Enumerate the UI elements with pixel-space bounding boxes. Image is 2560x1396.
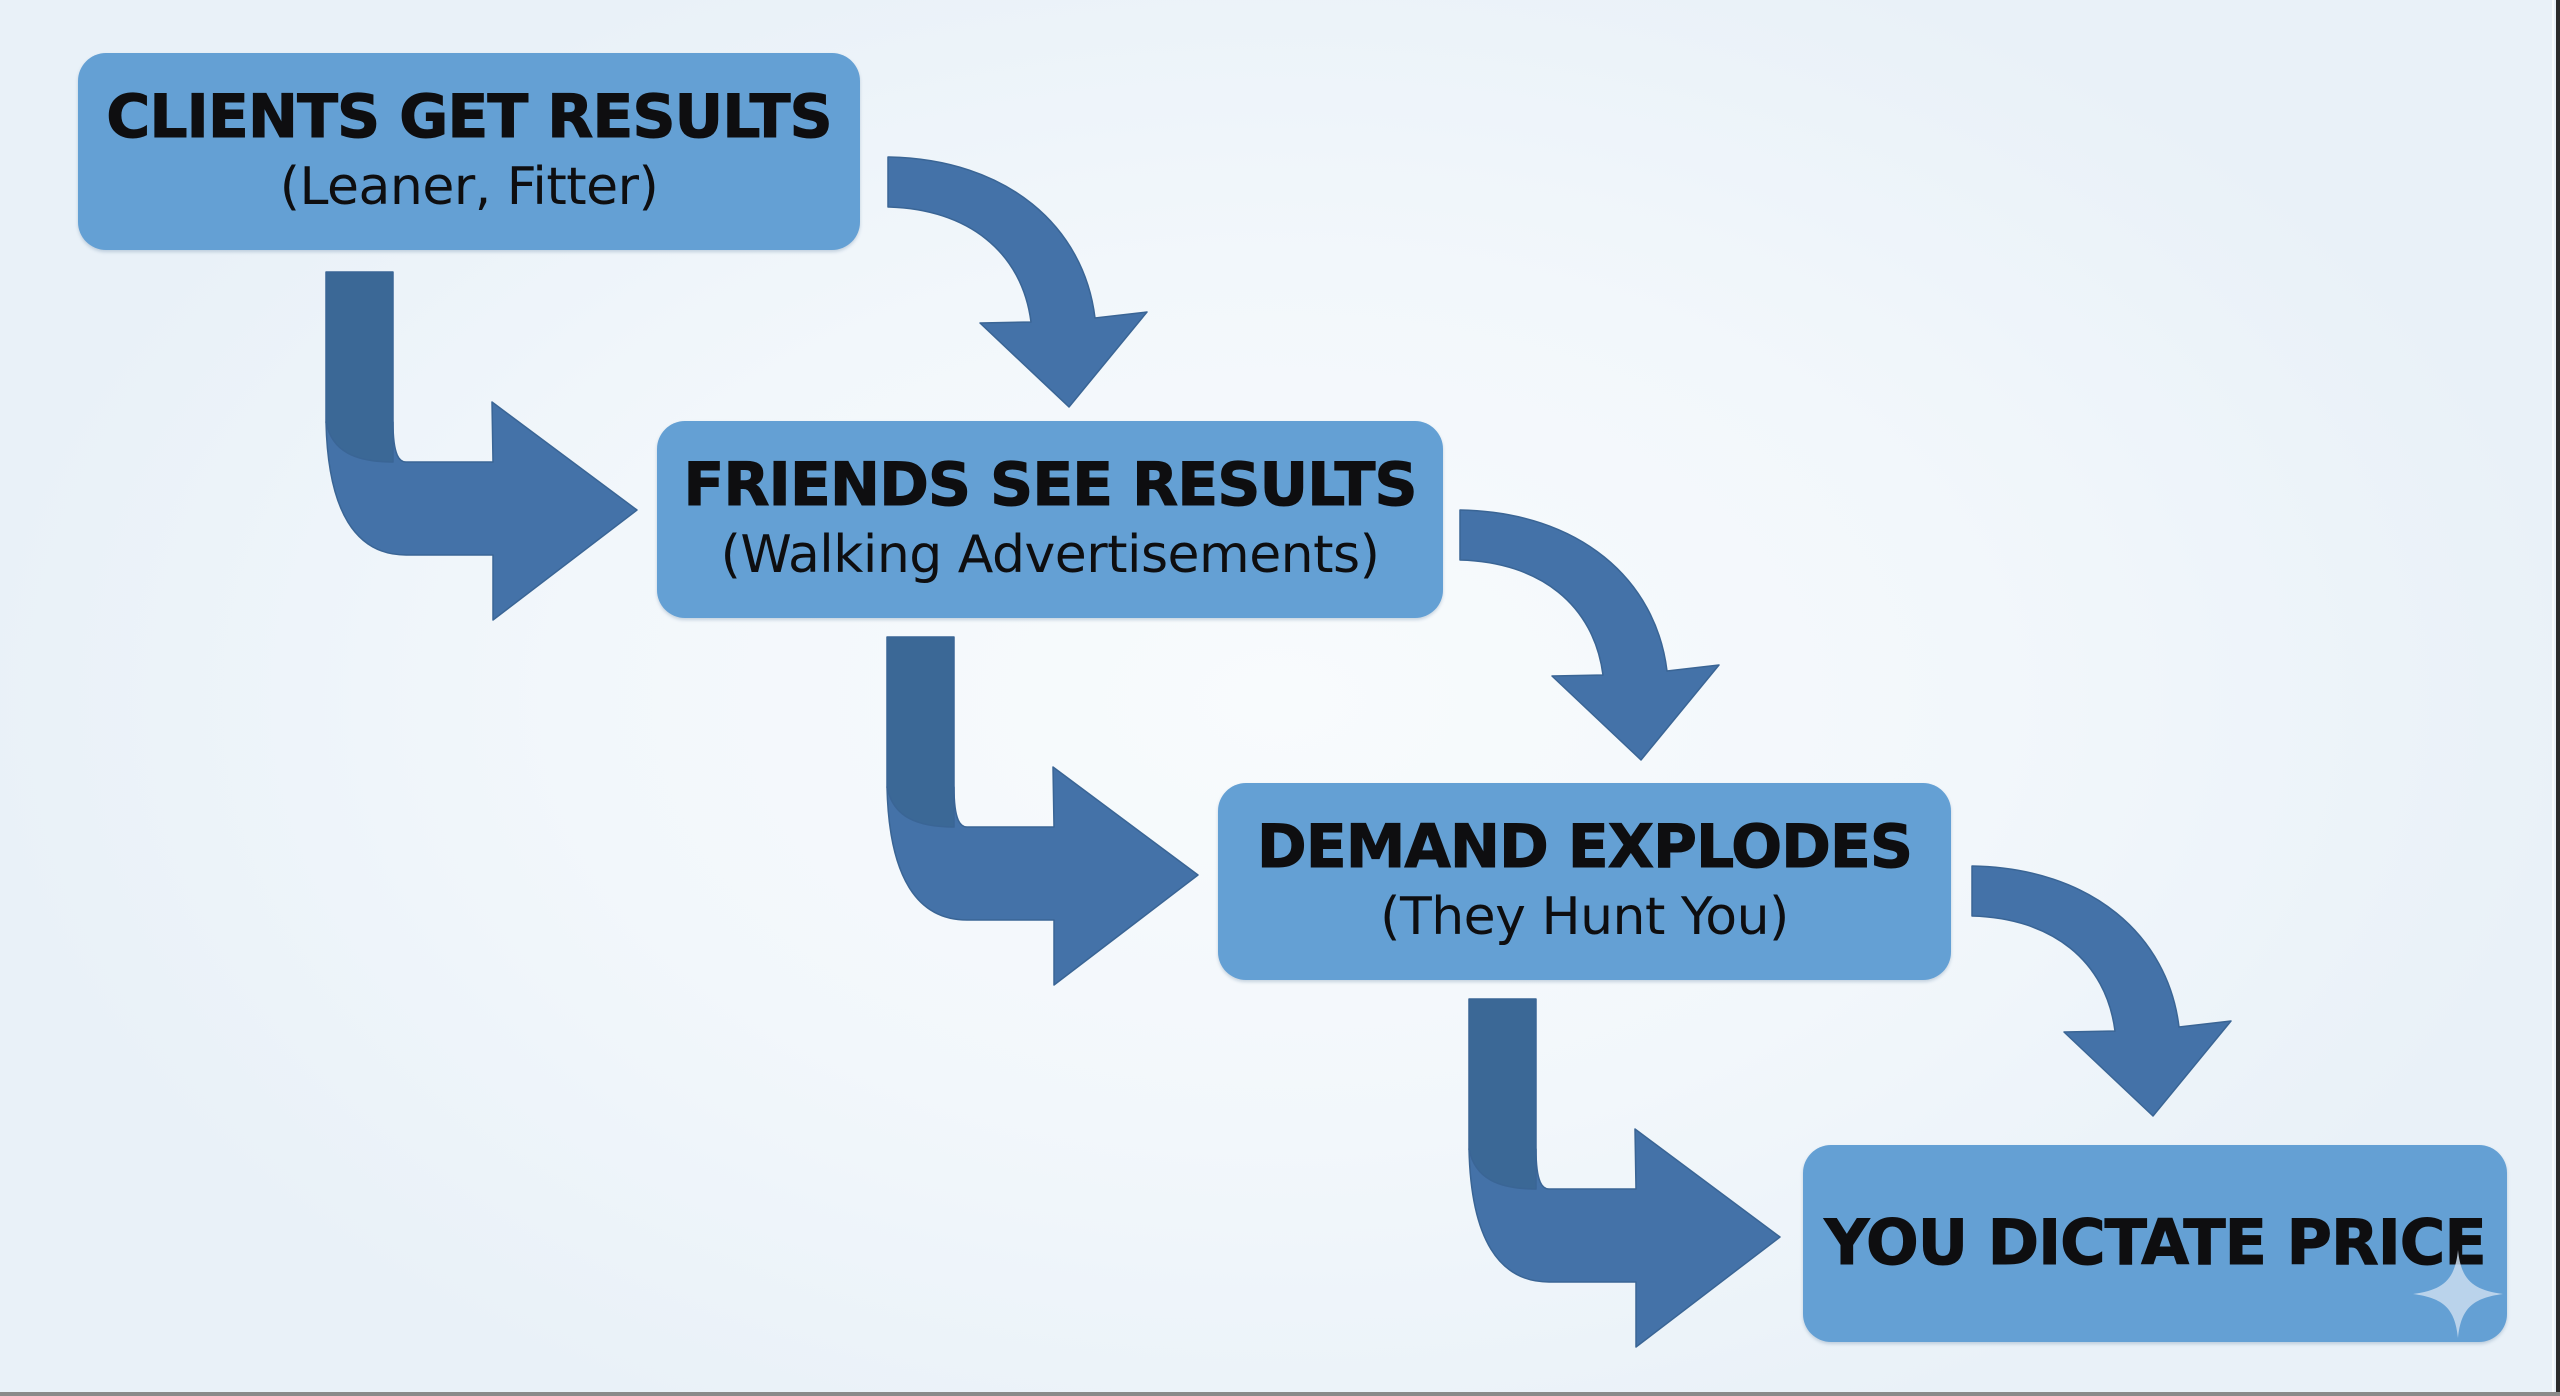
step-1-title: CLIENTS GET RESULTS: [106, 82, 833, 153]
step-1-subtitle: (Leaner, Fitter): [279, 157, 659, 218]
curved-arrow-2-to-3: [1459, 509, 1720, 761]
curved-arrow-3-to-4: [1971, 865, 2232, 1117]
step-4-title: YOU DICTATE PRICE: [1824, 1206, 2487, 1280]
elbow-arrow-stem-1: [325, 271, 394, 463]
elbow-arrow-stem-2: [886, 636, 955, 828]
window-border-right: [2556, 0, 2560, 1396]
step-3-title: DEMAND EXPLODES: [1256, 812, 1913, 883]
window-border-bottom: [0, 1392, 2560, 1396]
step-3-subtitle: (They Hunt You): [1380, 887, 1789, 948]
step-box-1: CLIENTS GET RESULTS (Leaner, Fitter): [78, 53, 860, 250]
step-2-subtitle: (Walking Advertisements): [720, 525, 1380, 586]
elbow-arrow-2-to-3: [886, 766, 1199, 986]
elbow-arrow-stem-3: [1468, 998, 1537, 1190]
step-box-4: YOU DICTATE PRICE: [1803, 1145, 2507, 1342]
elbow-arrow-3-to-4: [1468, 1128, 1781, 1348]
curved-arrow-1-to-2: [887, 156, 1148, 408]
step-box-2: FRIENDS SEE RESULTS (Walking Advertiseme…: [657, 421, 1443, 618]
elbow-arrow-1-to-2: [325, 401, 638, 621]
sparkle-icon: [2413, 1250, 2503, 1338]
step-2-title: FRIENDS SEE RESULTS: [683, 450, 1418, 521]
frame-edge-highlight: [2552, 0, 2554, 1396]
step-box-3: DEMAND EXPLODES (They Hunt You): [1218, 783, 1951, 980]
